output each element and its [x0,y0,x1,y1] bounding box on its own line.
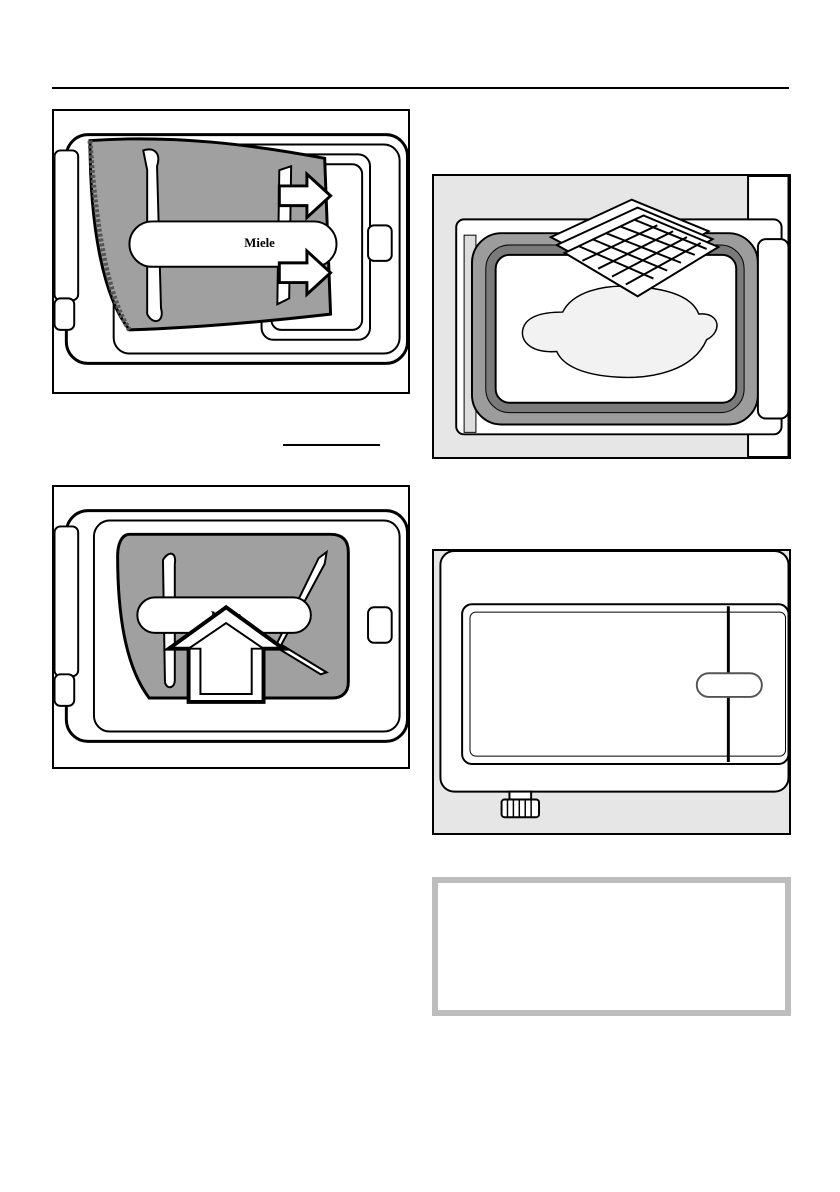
door-handle-icon [697,673,762,697]
header-rule [52,87,789,89]
door-seal-illustration [434,176,789,457]
figure-filter-insert: Miele [52,485,410,769]
figure-filter-remove: Miele [52,109,410,394]
underline-mark [283,444,380,446]
figure-door-closed [432,549,791,835]
brand-logo: Miele [244,236,275,250]
note-box [432,877,791,1016]
closed-door-illustration [434,551,789,833]
figure-door-seal-cleaning [432,174,791,459]
filter-insert-illustration: Miele [54,487,408,767]
adjustable-foot-icon [502,792,539,818]
filter-remove-illustration: Miele [54,111,408,392]
